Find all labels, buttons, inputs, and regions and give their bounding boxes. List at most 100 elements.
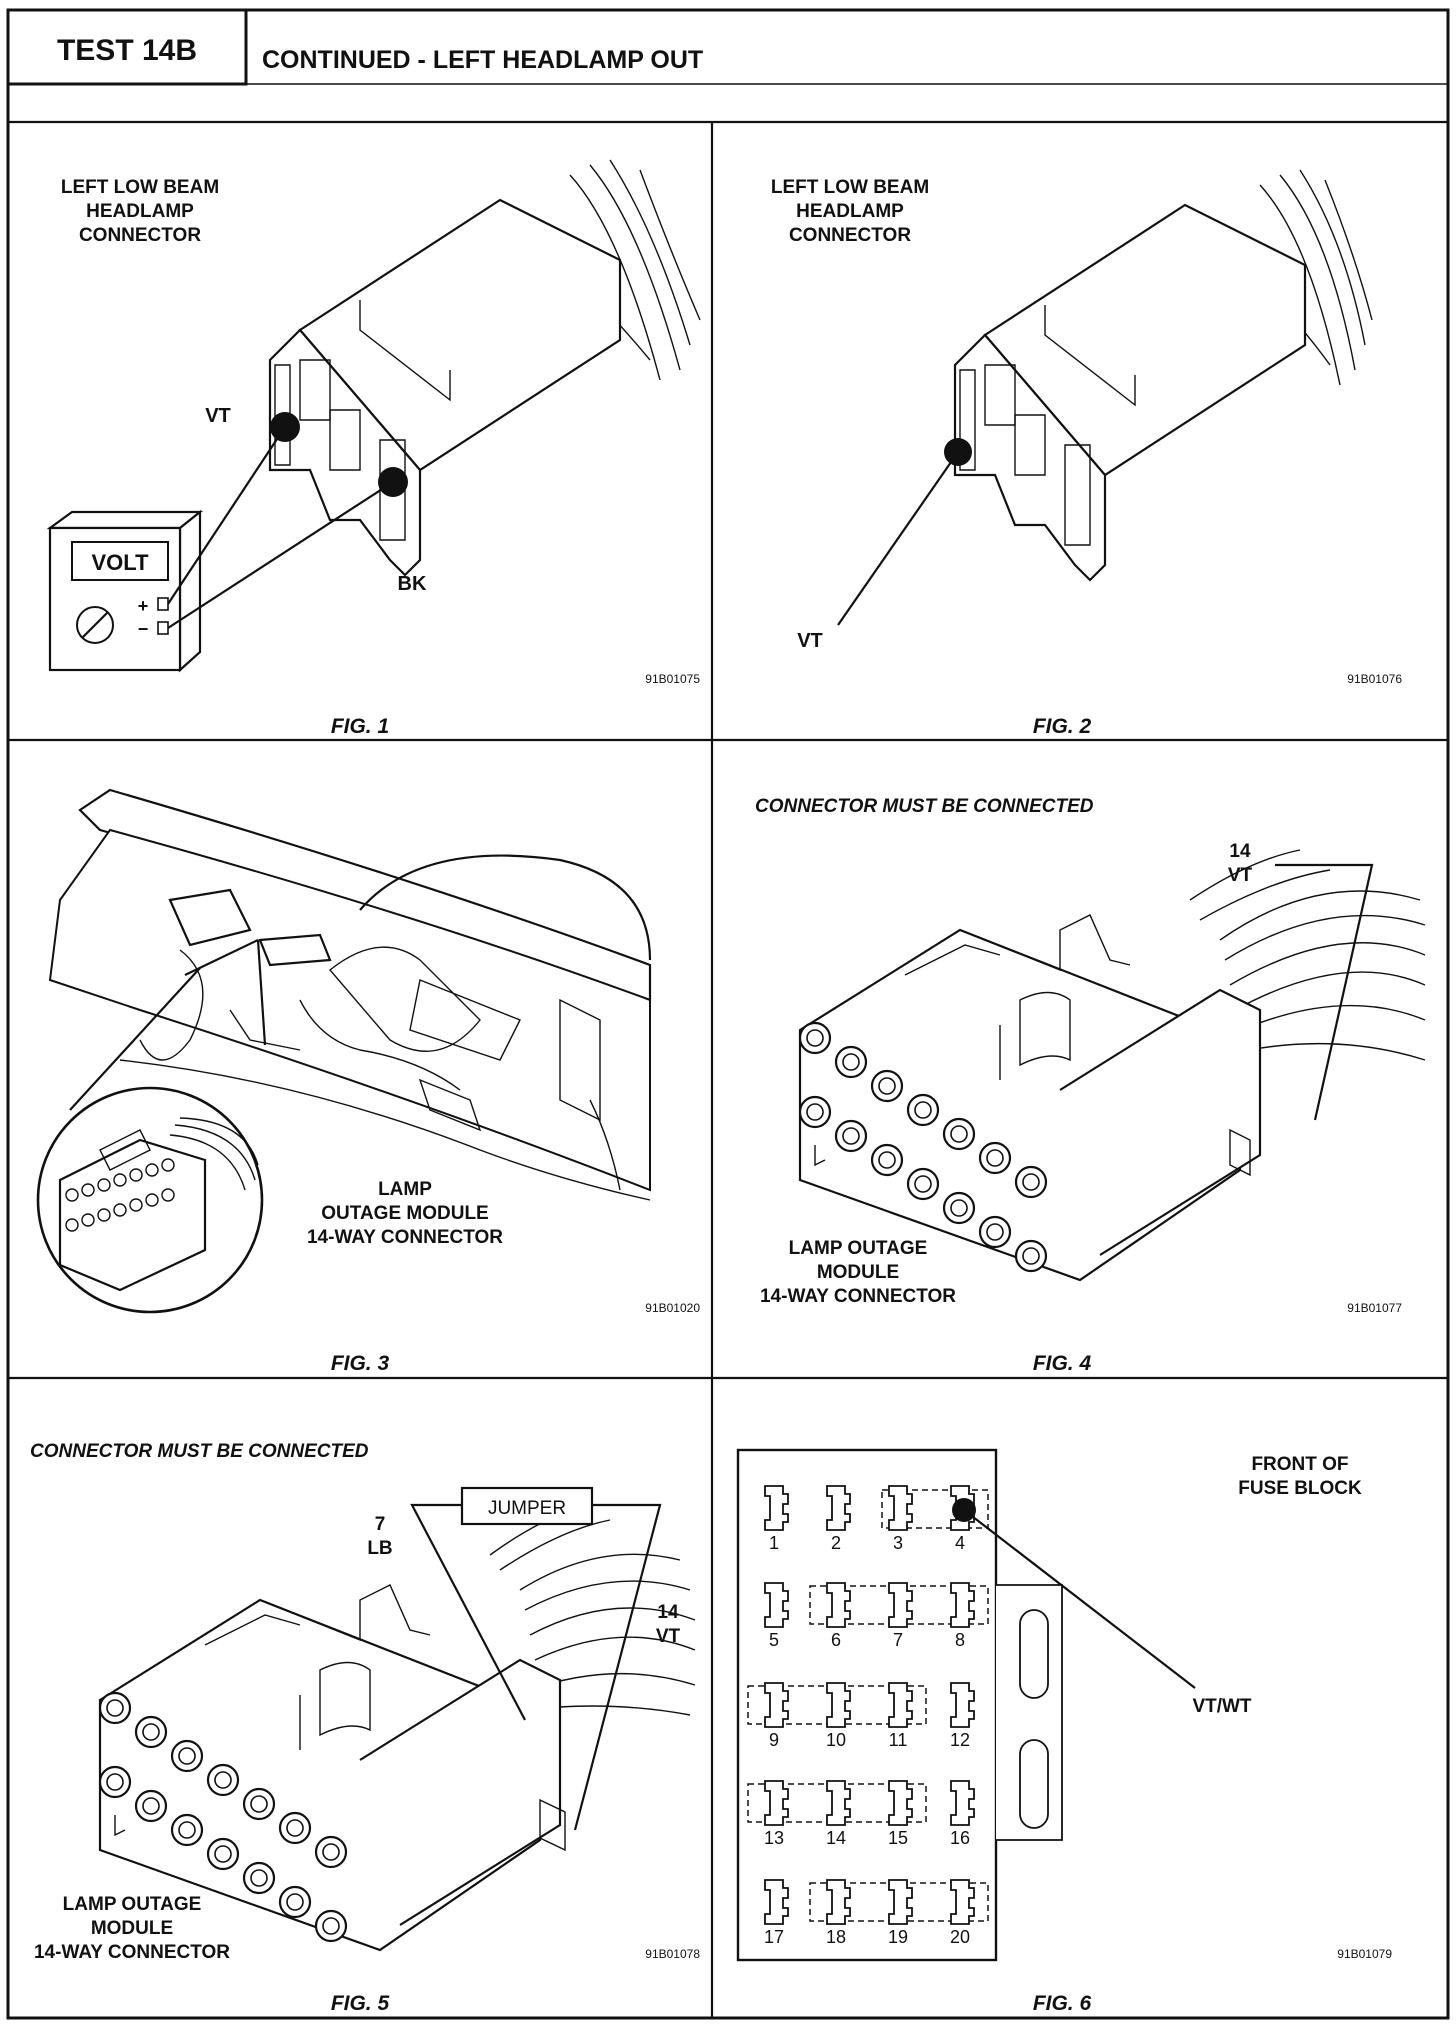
fig6-title-line1: FRONT OF: [1251, 1454, 1348, 1475]
fig6-fuse-number: 4: [955, 1533, 965, 1553]
fig5-cavity: [170, 1739, 204, 1773]
fig3-caption: FIG. 3: [331, 1352, 390, 1375]
fig6-fuse-number: 9: [769, 1730, 779, 1750]
fig5-cavity: [206, 1837, 240, 1871]
fig6-leader: [963, 1509, 1196, 1689]
fig1-meter-display: VOLT: [91, 550, 149, 575]
fig6-fuse-number: 6: [831, 1630, 841, 1650]
fig4-cavity: [906, 1093, 940, 1127]
fig3-callout-line-left: [69, 967, 201, 1111]
fig4-cavity: [942, 1117, 976, 1151]
fig4-cavity: [798, 1021, 832, 1055]
fig6-fuse-number: 20: [950, 1927, 970, 1947]
fig1-label-line2: HEADLAMP: [86, 201, 194, 222]
fig2-connector-drawing: [953, 169, 1373, 582]
fig2-panel: LEFT LOW BEAM HEADLAMP CONNECTOR VT 91B0…: [771, 169, 1402, 738]
fig5-cavity: [242, 1787, 276, 1821]
fig4-label-line2: MODULE: [817, 1262, 899, 1283]
fig1-lead-positive: [167, 426, 286, 605]
fig1-wire-vt: VT: [205, 405, 231, 427]
fig6-fuse-number: 15: [888, 1828, 908, 1848]
fig6-fuse-number: 14: [826, 1828, 846, 1848]
fig1-meter-plus: +: [138, 596, 149, 616]
fig5-panel: CONNECTOR MUST BE CONNECTED: [30, 1441, 700, 2015]
fig5-cavity: [206, 1763, 240, 1797]
fig6-fuse-number: 13: [764, 1828, 784, 1848]
fig4-cavity: [978, 1141, 1012, 1175]
fig6-fuse-number: 12: [950, 1730, 970, 1750]
fig4-note: CONNECTOR MUST BE CONNECTED: [755, 796, 1094, 817]
fig5-jumper-leader-left: [410, 1503, 526, 1721]
fig5-pin-b: 14: [657, 1602, 679, 1623]
fig6-fuse-number: 3: [893, 1533, 903, 1553]
fig6-fuse-number: 7: [893, 1630, 903, 1650]
fig6-caption: FIG. 6: [1033, 1992, 1092, 2015]
fig4-label-line3: 14-WAY CONNECTOR: [760, 1286, 956, 1307]
test-id-box: [6, 8, 248, 86]
page-title: CONTINUED - LEFT HEADLAMP OUT: [262, 46, 703, 74]
fig2-leader: [837, 451, 959, 626]
fig4-cavity: [1014, 1239, 1048, 1273]
fig2-wire-vt: VT: [797, 630, 823, 652]
fig6-fuse-number: 10: [826, 1730, 846, 1750]
fig5-cavity: [314, 1909, 348, 1943]
fig6-title-line2: FUSE BLOCK: [1238, 1478, 1362, 1499]
fig6-fuse-number: 1: [769, 1533, 779, 1553]
test-id: TEST 14B: [57, 34, 197, 67]
fig5-note: CONNECTOR MUST BE CONNECTED: [30, 1441, 369, 1462]
fig6-code: 91B01079: [1337, 1947, 1392, 1961]
fig4-pin-number: 14: [1229, 841, 1251, 862]
fig1-lead-negative: [167, 481, 394, 629]
fig5-wire-vt: VT: [656, 1626, 681, 1647]
fig5-cavity: [98, 1691, 132, 1725]
fig4-cavity: [834, 1119, 868, 1153]
fig4-wire-vt: VT: [1228, 865, 1253, 886]
fig6-fuse-block: [736, 1448, 1063, 1962]
fig5-cavity: [278, 1885, 312, 1919]
fig5-jumper-leader-right: [573, 1503, 662, 1831]
fig4-cavity: [1014, 1165, 1048, 1199]
fig4-cavity: [834, 1045, 868, 1079]
fig5-label-line1: LAMP OUTAGE: [63, 1894, 202, 1915]
fig5-cavity: [242, 1861, 276, 1895]
fig6-fuse-number: 11: [889, 1730, 908, 1750]
fig5-jumper-label: JUMPER: [488, 1498, 566, 1519]
fig5-label-line3: 14-WAY CONNECTOR: [34, 1942, 230, 1963]
fig5-caption: FIG. 5: [331, 1992, 390, 2015]
fig1-caption: FIG. 1: [331, 715, 389, 738]
fig6-fuse-number: 2: [831, 1533, 841, 1553]
fig2-caption: FIG. 2: [1033, 715, 1092, 738]
fig4-cavity: [942, 1191, 976, 1225]
fig2-code: 91B01076: [1347, 672, 1402, 686]
fig5-label-line2: MODULE: [91, 1918, 173, 1939]
fig4-cavity: [978, 1215, 1012, 1249]
fig1-panel: LEFT LOW BEAM HEADLAMP CONNECTOR VT BK: [46, 159, 701, 738]
fig3-label-line3: 14-WAY CONNECTOR: [307, 1227, 503, 1248]
fig3-label-line1: LAMP: [378, 1179, 432, 1200]
fig6-wire-vtwt: VT/WT: [1192, 1696, 1251, 1717]
fig1-label-line3: CONNECTOR: [79, 225, 201, 246]
fig1-code: 91B01075: [645, 672, 700, 686]
fig1-label-line1: LEFT LOW BEAM: [61, 177, 219, 198]
fig5-cavity: [278, 1811, 312, 1845]
fig5-pin-a: 7: [375, 1514, 386, 1535]
fig4-cavity: [798, 1095, 832, 1129]
fig6-fuse-number: 16: [950, 1828, 970, 1848]
fig3-callout-line-top: [184, 939, 259, 976]
fig3-connector-detail: [36, 1086, 264, 1314]
fig4-cavity: [906, 1167, 940, 1201]
fig5-code: 91B01078: [645, 1947, 700, 1961]
fig4-cavity: [870, 1069, 904, 1103]
fig4-leader: [1275, 863, 1374, 1121]
fig4-cavity: [870, 1143, 904, 1177]
fig4-panel: CONNECTOR MUST BE CONNECTED: [755, 796, 1426, 1375]
fig2-label-line1: LEFT LOW BEAM: [771, 177, 929, 198]
fig2-label-line2: HEADLAMP: [796, 201, 904, 222]
fig5-cavity: [314, 1835, 348, 1869]
fig5-cavity: [98, 1765, 132, 1799]
fig5-wire-lb: LB: [367, 1538, 392, 1559]
fig6-fuse-number: 17: [764, 1927, 784, 1947]
fig4-code: 91B01077: [1347, 1301, 1402, 1315]
